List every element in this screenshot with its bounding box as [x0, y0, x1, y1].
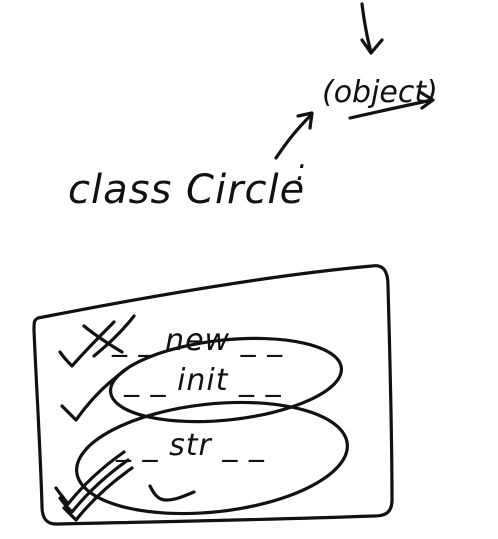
down-arrow-head	[360, 38, 384, 55]
checkmark-icon	[54, 450, 126, 506]
down-arrow	[360, 2, 373, 54]
underline-arrow	[348, 98, 434, 120]
underline-arrow-head	[418, 90, 435, 110]
init-circle	[108, 336, 344, 424]
str-circle	[75, 400, 349, 516]
inherit-arrow-head	[296, 111, 314, 130]
colon-mark: :	[296, 153, 306, 188]
class-body-box	[32, 264, 394, 526]
class-header: class Circle : (object)	[68, 2, 438, 213]
method-str-label: _ _ str _ _	[115, 428, 265, 463]
method-init-label: _ _ init _ _	[123, 363, 282, 398]
checkmark-icon	[58, 458, 130, 514]
method-new: _ _ new _ _	[58, 314, 283, 368]
inherit-arrow	[274, 112, 314, 160]
cross-out-mark	[92, 314, 136, 358]
method-init: _ _ init _ _	[60, 336, 344, 424]
class-label: class Circle	[68, 167, 305, 213]
checkmark-icon	[58, 320, 116, 368]
hook-scribble	[148, 484, 196, 502]
checkmark-icon	[60, 366, 130, 422]
checkmark-icon	[62, 466, 134, 522]
method-str: _ _ str _ _	[54, 400, 349, 522]
cross-out-mark	[82, 324, 124, 354]
method-new-label: _ _ new _ _	[111, 323, 283, 358]
